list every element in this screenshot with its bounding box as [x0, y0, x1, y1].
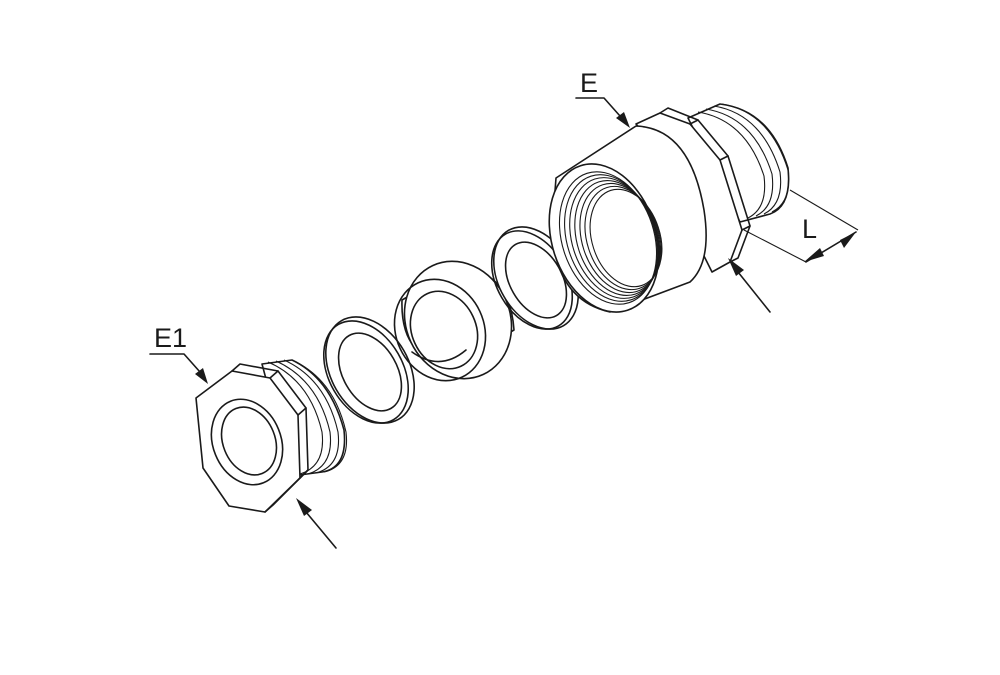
e1-thread-arrow	[296, 498, 337, 549]
seal-ring-1	[322, 316, 415, 424]
rubber-insert	[393, 260, 515, 382]
cap-nut-bore-inner	[220, 406, 278, 476]
label-e1: E1	[154, 323, 187, 353]
e1-callout: E1	[149, 323, 208, 384]
label-l: L	[802, 214, 817, 244]
e-callout: E	[575, 68, 630, 128]
body-thread	[687, 103, 790, 223]
cap-nut-thread	[261, 359, 348, 477]
cap-nut-bore-outer	[210, 398, 284, 486]
gland-body-part	[548, 103, 790, 313]
cap-nut-part	[195, 359, 348, 513]
e-thread-arrow	[728, 258, 771, 313]
l-dimension: L	[743, 189, 859, 263]
body-inner-thread	[558, 171, 663, 305]
label-e: E	[580, 68, 598, 98]
